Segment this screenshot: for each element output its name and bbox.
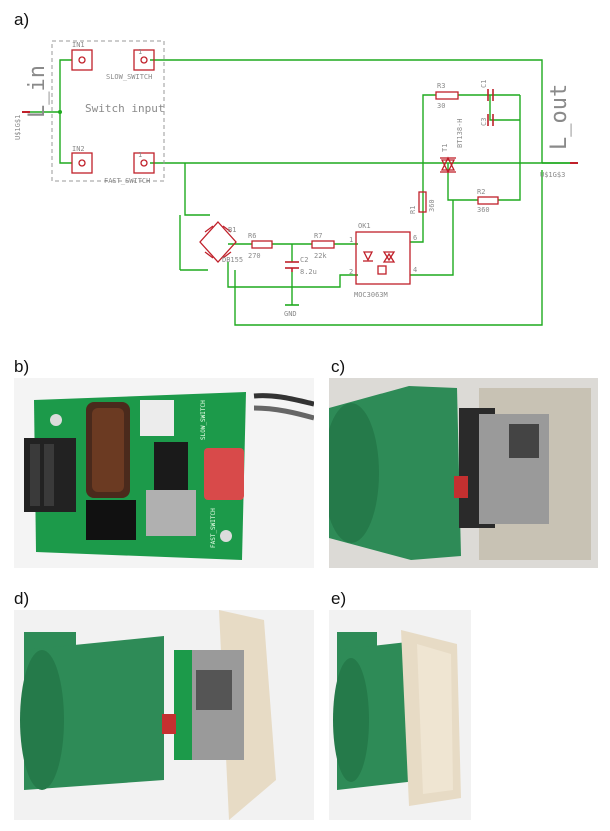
slow-switch-label: SLOW_SWITCH	[106, 73, 152, 81]
in2-label: IN2	[72, 145, 85, 153]
l-in-junction	[58, 110, 62, 114]
r7-label: R7	[314, 232, 322, 240]
pin2-label: 1	[138, 151, 142, 159]
r7-resistor	[311, 240, 335, 249]
b1-label: B1	[228, 226, 236, 234]
circuit-schematic: Switch input IN1 IN2 SLOW_SWITCH FAST_SW…	[14, 40, 578, 326]
us-out-label: U$1G$3	[540, 171, 565, 179]
r6-resistor	[251, 240, 273, 249]
box-module-side-photo	[329, 378, 598, 568]
pin1-label: 1	[138, 48, 142, 56]
r2-resistor	[477, 196, 499, 205]
ok1-pin4: 4	[413, 266, 417, 274]
assembled-switch-photo	[329, 610, 471, 820]
panel-label-d: d)	[14, 589, 30, 608]
t1-label: T1	[441, 144, 449, 152]
b1-value: DB155	[222, 256, 243, 264]
gnd-label: GND	[284, 310, 297, 318]
t1-triac	[440, 156, 456, 174]
box-module-separated-photo	[14, 610, 314, 820]
switch-input-box	[51, 40, 165, 182]
switch-input-label: Switch input	[85, 102, 164, 115]
r6-label: R6	[248, 232, 256, 240]
c1-capacitor	[487, 89, 494, 101]
in1-label: IN1	[72, 41, 85, 49]
panel-label-c: c)	[331, 357, 346, 376]
t1-value: BT138-H	[456, 118, 464, 148]
r2-label: R2	[477, 188, 485, 196]
r3-value: 30	[437, 102, 445, 110]
l-in-label: L_in	[25, 65, 50, 118]
panel-label-e: e)	[331, 589, 347, 608]
us-in-label: U$1G$1	[14, 115, 22, 140]
ok1-pin1: 1	[349, 236, 353, 244]
pcb-fast-switch-text: FAST_SWITCH	[210, 508, 217, 548]
r1-value: 360	[428, 199, 436, 212]
r7-value: 22k	[314, 252, 327, 260]
r1-label: R1	[409, 206, 417, 214]
c3-label: C3	[480, 118, 488, 126]
r3-resistor	[435, 91, 459, 100]
fast-switch-label: FAST_SWITCH	[104, 177, 150, 185]
c2-capacitor	[285, 261, 299, 272]
r3-label: R3	[437, 82, 445, 90]
c1-label: C1	[480, 80, 488, 88]
ok1-pin2: 2	[349, 268, 353, 276]
c2-value: 8.2u	[300, 268, 317, 276]
pcb-slow-switch-text: SLOW_SWITCH	[200, 400, 207, 440]
b1-bridge	[199, 221, 237, 263]
ok1-pin6: 6	[413, 234, 417, 242]
ok1-label: OK1	[358, 222, 371, 230]
ok1-optocoupler	[355, 231, 411, 285]
connector-pads	[71, 49, 155, 174]
r2-value: 360	[477, 206, 490, 214]
wires	[30, 59, 570, 326]
c2-label: C2	[300, 256, 308, 264]
ok1-value: MOC3063M	[354, 291, 388, 299]
c3-capacitor	[487, 114, 494, 126]
r1-resistor	[418, 191, 427, 213]
panel-label-b: b)	[14, 357, 30, 376]
panel-label-a: a)	[14, 10, 30, 29]
r6-value: 270	[248, 252, 261, 260]
l-out-label: L_out	[547, 84, 572, 150]
pcb-photo: SLOW_SWITCH FAST_SWITCH	[14, 378, 314, 568]
